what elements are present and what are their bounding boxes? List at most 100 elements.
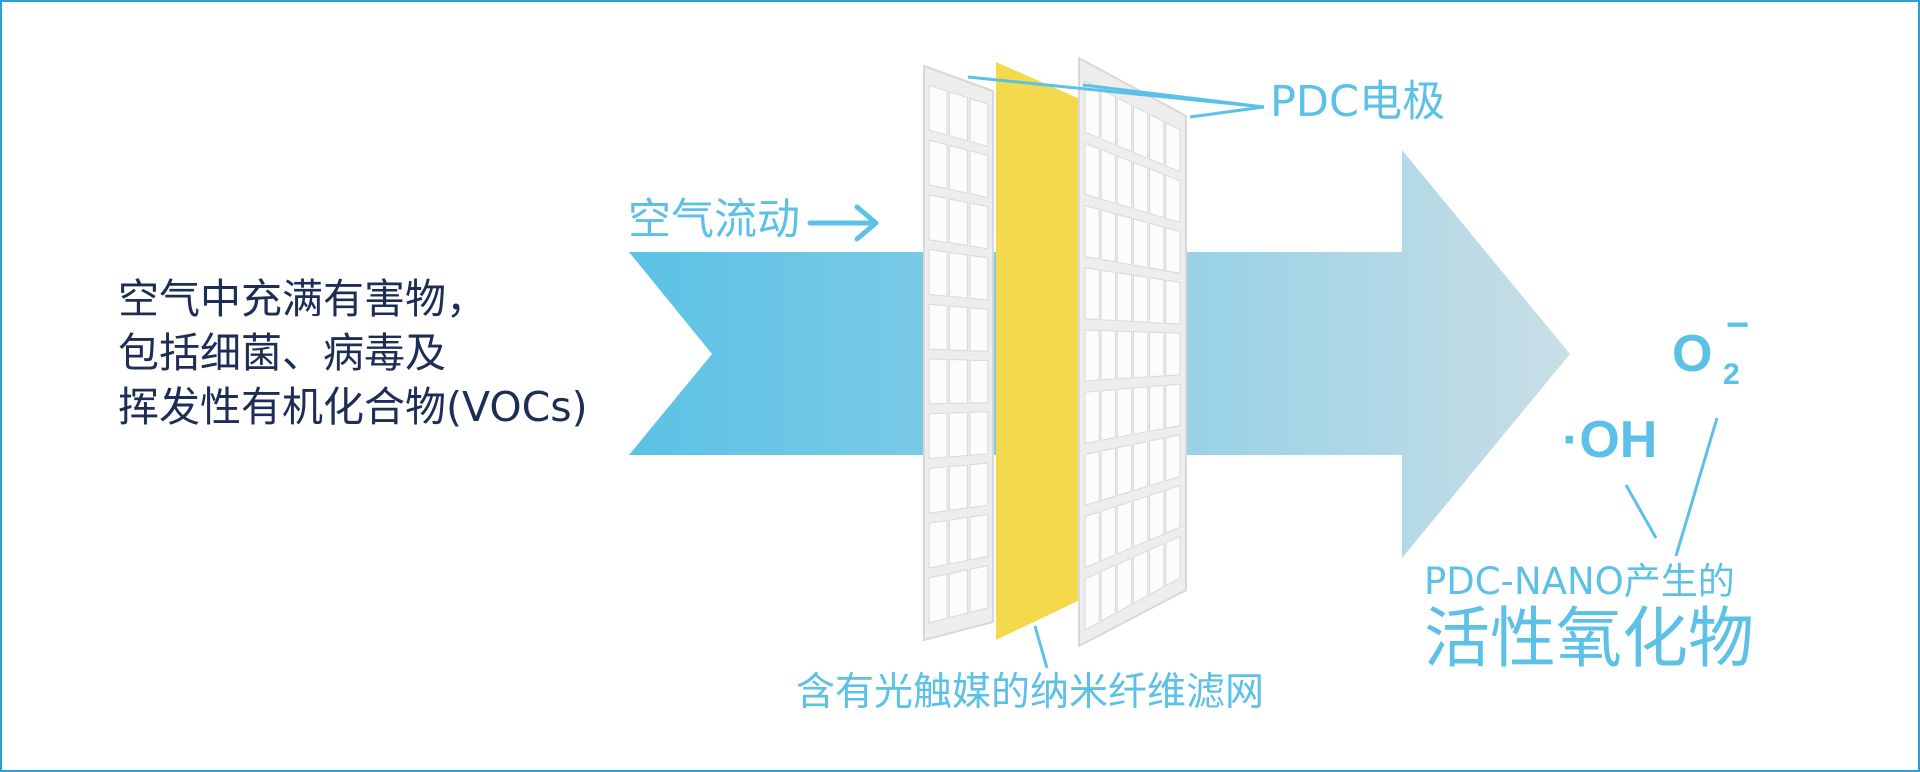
electrode-grid-cell xyxy=(949,569,968,619)
electrode-leader-lines xyxy=(967,75,1265,119)
electrode-grid-cell xyxy=(949,251,968,299)
electrode-grid-cell xyxy=(1133,105,1149,159)
electrode-grid-cell xyxy=(1133,274,1149,323)
electrode-grid-cell xyxy=(949,198,968,247)
electrode-grid-cell xyxy=(1100,209,1116,263)
electrode-grid-cell xyxy=(1165,484,1181,534)
harmful-substances-description: 空气中充满有害物， 包括细菌、病毒及 挥发性有机化合物(VOCs) xyxy=(118,272,588,434)
electrode-grid-cell xyxy=(1149,542,1165,596)
electrode-grid-cell xyxy=(949,91,968,142)
electrode-grid-cell xyxy=(1133,550,1149,605)
electrode-grid-cell xyxy=(1133,161,1149,214)
electrode-grid-cell xyxy=(1116,500,1132,555)
electrode-grid-cell xyxy=(949,358,968,404)
electrode-grid-cell xyxy=(1100,506,1116,562)
electrode-grid-cell xyxy=(1133,495,1149,548)
electrode-grid-cell xyxy=(1100,564,1116,622)
electrode-grid-cell xyxy=(1149,113,1165,166)
electrode-grid-cell xyxy=(1116,444,1132,497)
electrode-grid-cell xyxy=(928,573,948,624)
electrode-grid-cell xyxy=(1165,174,1181,224)
hydroxyl-radical-symbol: ·OH xyxy=(1562,411,1658,469)
superoxide-symbol: O xyxy=(1672,325,1713,383)
electrode-grid-cell xyxy=(1149,384,1165,432)
electrode-grid-cell xyxy=(1165,227,1181,274)
electrode-grid-cell xyxy=(1133,440,1149,492)
electrode-grid-cell xyxy=(1084,511,1100,569)
electrode-grid-cell xyxy=(928,358,948,405)
electrode-grid-cell xyxy=(1100,88,1116,146)
superoxide-charge: − xyxy=(1726,303,1750,347)
electrode-grid-cell xyxy=(1100,389,1116,441)
electrode-grid-cell xyxy=(949,464,968,512)
electrode-grid-cell xyxy=(1116,155,1132,209)
electrode-grid-cell xyxy=(969,254,989,301)
electrode-grid-cell xyxy=(1084,204,1100,260)
pdc-electrode-label: PDC电极 xyxy=(1270,77,1446,127)
electrode-grid-cell xyxy=(1116,96,1132,153)
electrode-grid-cell xyxy=(928,412,948,460)
pdc-electrode-panel-back xyxy=(923,64,994,642)
filter-label: 含有光触媒的纳米纤维滤网 xyxy=(796,670,1265,715)
electrode-grid-cell xyxy=(949,516,968,565)
electrode-grid-cell xyxy=(1165,383,1181,429)
electrode-grid-cell xyxy=(1133,218,1149,269)
nano-fiber-filter xyxy=(996,62,1080,640)
output-label-line-1: PDC-NANO产生的 xyxy=(1424,560,1735,603)
electrode-grid-cell xyxy=(1133,386,1149,435)
electrode-grid-cell xyxy=(969,150,989,199)
pdc-electrode-panel-front xyxy=(1078,56,1187,648)
electrode-grid-cell xyxy=(1116,213,1132,266)
description-line-2: 包括细菌、病毒及 xyxy=(118,329,446,377)
electrode-grid-cell xyxy=(1084,329,1100,382)
electrode-grid-cell xyxy=(949,305,968,352)
electrode-grid-cell xyxy=(969,565,989,613)
electrode-grid-cell xyxy=(1084,390,1100,444)
electrode-grid-cell xyxy=(969,462,989,509)
electrode-grid-cell xyxy=(1116,330,1132,380)
airflow-label: 空气流动 xyxy=(628,195,800,245)
electrode-grid-cell xyxy=(969,513,989,561)
electrode-grid-cell xyxy=(969,202,989,250)
output-label-line-2: 活性氧化物 xyxy=(1424,600,1754,677)
electrode-grid-cell xyxy=(928,466,948,514)
electrode-grid-cell xyxy=(1100,329,1116,381)
electrode-grid-cell xyxy=(928,84,948,136)
electrode-grid-cell xyxy=(1149,168,1165,219)
description-line-3: 挥发性有机化合物(VOCs) xyxy=(118,383,588,431)
electrode-grid-cell xyxy=(1084,571,1100,631)
electrode-grid-cell xyxy=(1149,222,1165,271)
electrode-grid-cell xyxy=(928,248,948,297)
electrode-grid-cell xyxy=(1100,269,1116,322)
electrode-grid-cell xyxy=(969,307,989,352)
electrode-grid-cell xyxy=(1100,148,1116,204)
oh-leader-line xyxy=(1624,484,1658,539)
electrode-grid-cell xyxy=(1149,490,1165,541)
electrode-grid-cell xyxy=(1165,535,1181,587)
electrode-grid-cell xyxy=(928,139,948,190)
electrode-grid-cell xyxy=(928,519,948,569)
electrode-grid-cell xyxy=(1084,142,1100,200)
electrode-grid-cell xyxy=(1084,267,1100,321)
electrode-grid-cell xyxy=(928,303,948,351)
electrode-grid-cell xyxy=(1165,121,1181,173)
electrode-grid-cell xyxy=(1149,277,1165,324)
electrode-grid-cell xyxy=(1149,331,1165,378)
electrode-grid-cell xyxy=(928,194,948,244)
electrode-grid-cell xyxy=(1116,387,1132,438)
electrode-grid-cell xyxy=(1084,450,1100,507)
description-line-1: 空气中充满有害物， xyxy=(118,275,487,323)
electrode-grid-cell xyxy=(1100,447,1116,502)
electrode-grid-cell xyxy=(949,144,968,194)
filter-leader-line xyxy=(1033,625,1049,669)
electrode-grid-cell xyxy=(1165,279,1181,325)
electrode-grid-cell xyxy=(969,359,989,404)
superoxide-subscript: 2 xyxy=(1723,358,1740,391)
electrode-grid-cell xyxy=(949,411,968,458)
electrode-grid-cell xyxy=(1149,437,1165,487)
electrode-grid-cell xyxy=(1116,557,1132,614)
electrode-grid-cell xyxy=(1165,332,1181,377)
o2-leader-line xyxy=(1674,417,1719,557)
